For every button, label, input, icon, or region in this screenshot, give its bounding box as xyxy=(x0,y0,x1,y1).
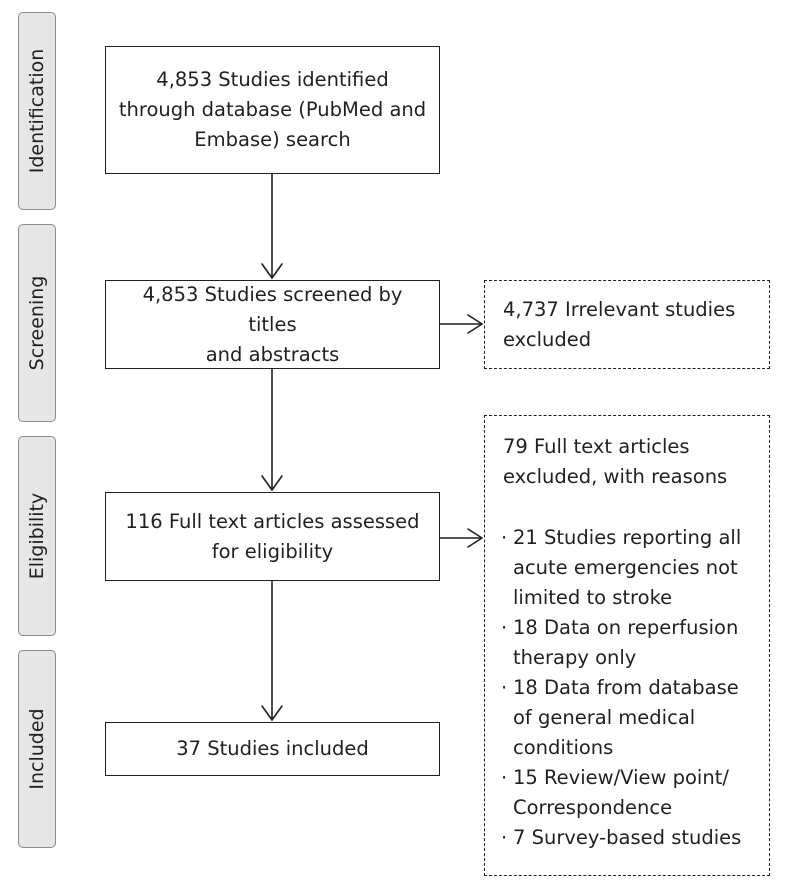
arrow-screened-to-excluded xyxy=(439,314,483,334)
exclusion-reason: · 7 Survey-based studies xyxy=(501,823,759,853)
exclusion-reason: · 18 Data from database of general medic… xyxy=(501,673,759,763)
screened-box: 4,853 Studies screened by titles and abs… xyxy=(105,280,440,369)
bullet-marker: · xyxy=(501,616,508,639)
bullet-marker: · xyxy=(501,526,508,549)
screened-text: 4,853 Studies screened by titles and abs… xyxy=(142,282,403,366)
phase-identification: Identification xyxy=(18,12,56,210)
exclusion-reason-text: 15 Review/View point/ Correspondence xyxy=(513,766,729,819)
arrow-assessed-to-included xyxy=(261,580,283,721)
arrow-identified-to-screened xyxy=(261,173,283,279)
assessed-box: 116 Full text articles assessed for elig… xyxy=(105,492,440,581)
excluded-fulltext-heading: 79 Full text articles excluded, with rea… xyxy=(503,435,728,488)
phase-eligibility: Eligibility xyxy=(18,436,56,636)
exclusion-reason: · 21 Studies reporting all acute emergen… xyxy=(501,523,759,613)
exclusion-reason-text: 7 Survey-based studies xyxy=(513,826,742,849)
bullet-marker: · xyxy=(501,826,508,849)
assessed-text: 116 Full text articles assessed for elig… xyxy=(125,509,420,563)
identified-text: 4,853 Studies identified through databas… xyxy=(118,68,427,151)
included-box: 37 Studies included xyxy=(105,722,440,776)
exclusion-reason-text: 18 Data from database of general medical… xyxy=(513,676,739,759)
exclusion-reason: · 18 Data on reperfusion therapy only xyxy=(501,613,759,673)
exclusion-reason-text: 18 Data on reperfusion therapy only xyxy=(513,616,739,669)
bullet-marker: · xyxy=(501,676,508,699)
excluded-fulltext-box: 79 Full text articles excluded, with rea… xyxy=(484,415,770,876)
exclusion-reason: · 15 Review/View point/ Correspondence xyxy=(501,763,759,823)
phase-included: Included xyxy=(18,650,56,848)
arrow-assessed-to-excluded xyxy=(439,528,483,548)
excluded-screening-box: 4,737 Irrelevant studies excluded xyxy=(484,280,770,369)
arrow-screened-to-assessed xyxy=(261,368,283,491)
included-text: 37 Studies included xyxy=(176,737,369,760)
identified-box: 4,853 Studies identified through databas… xyxy=(105,46,440,174)
bullet-marker: · xyxy=(501,766,508,789)
exclusion-reason-text: 21 Studies reporting all acute emergenci… xyxy=(513,526,742,609)
phase-screening: Screening xyxy=(18,224,56,422)
excluded-screening-text: 4,737 Irrelevant studies excluded xyxy=(503,298,736,351)
